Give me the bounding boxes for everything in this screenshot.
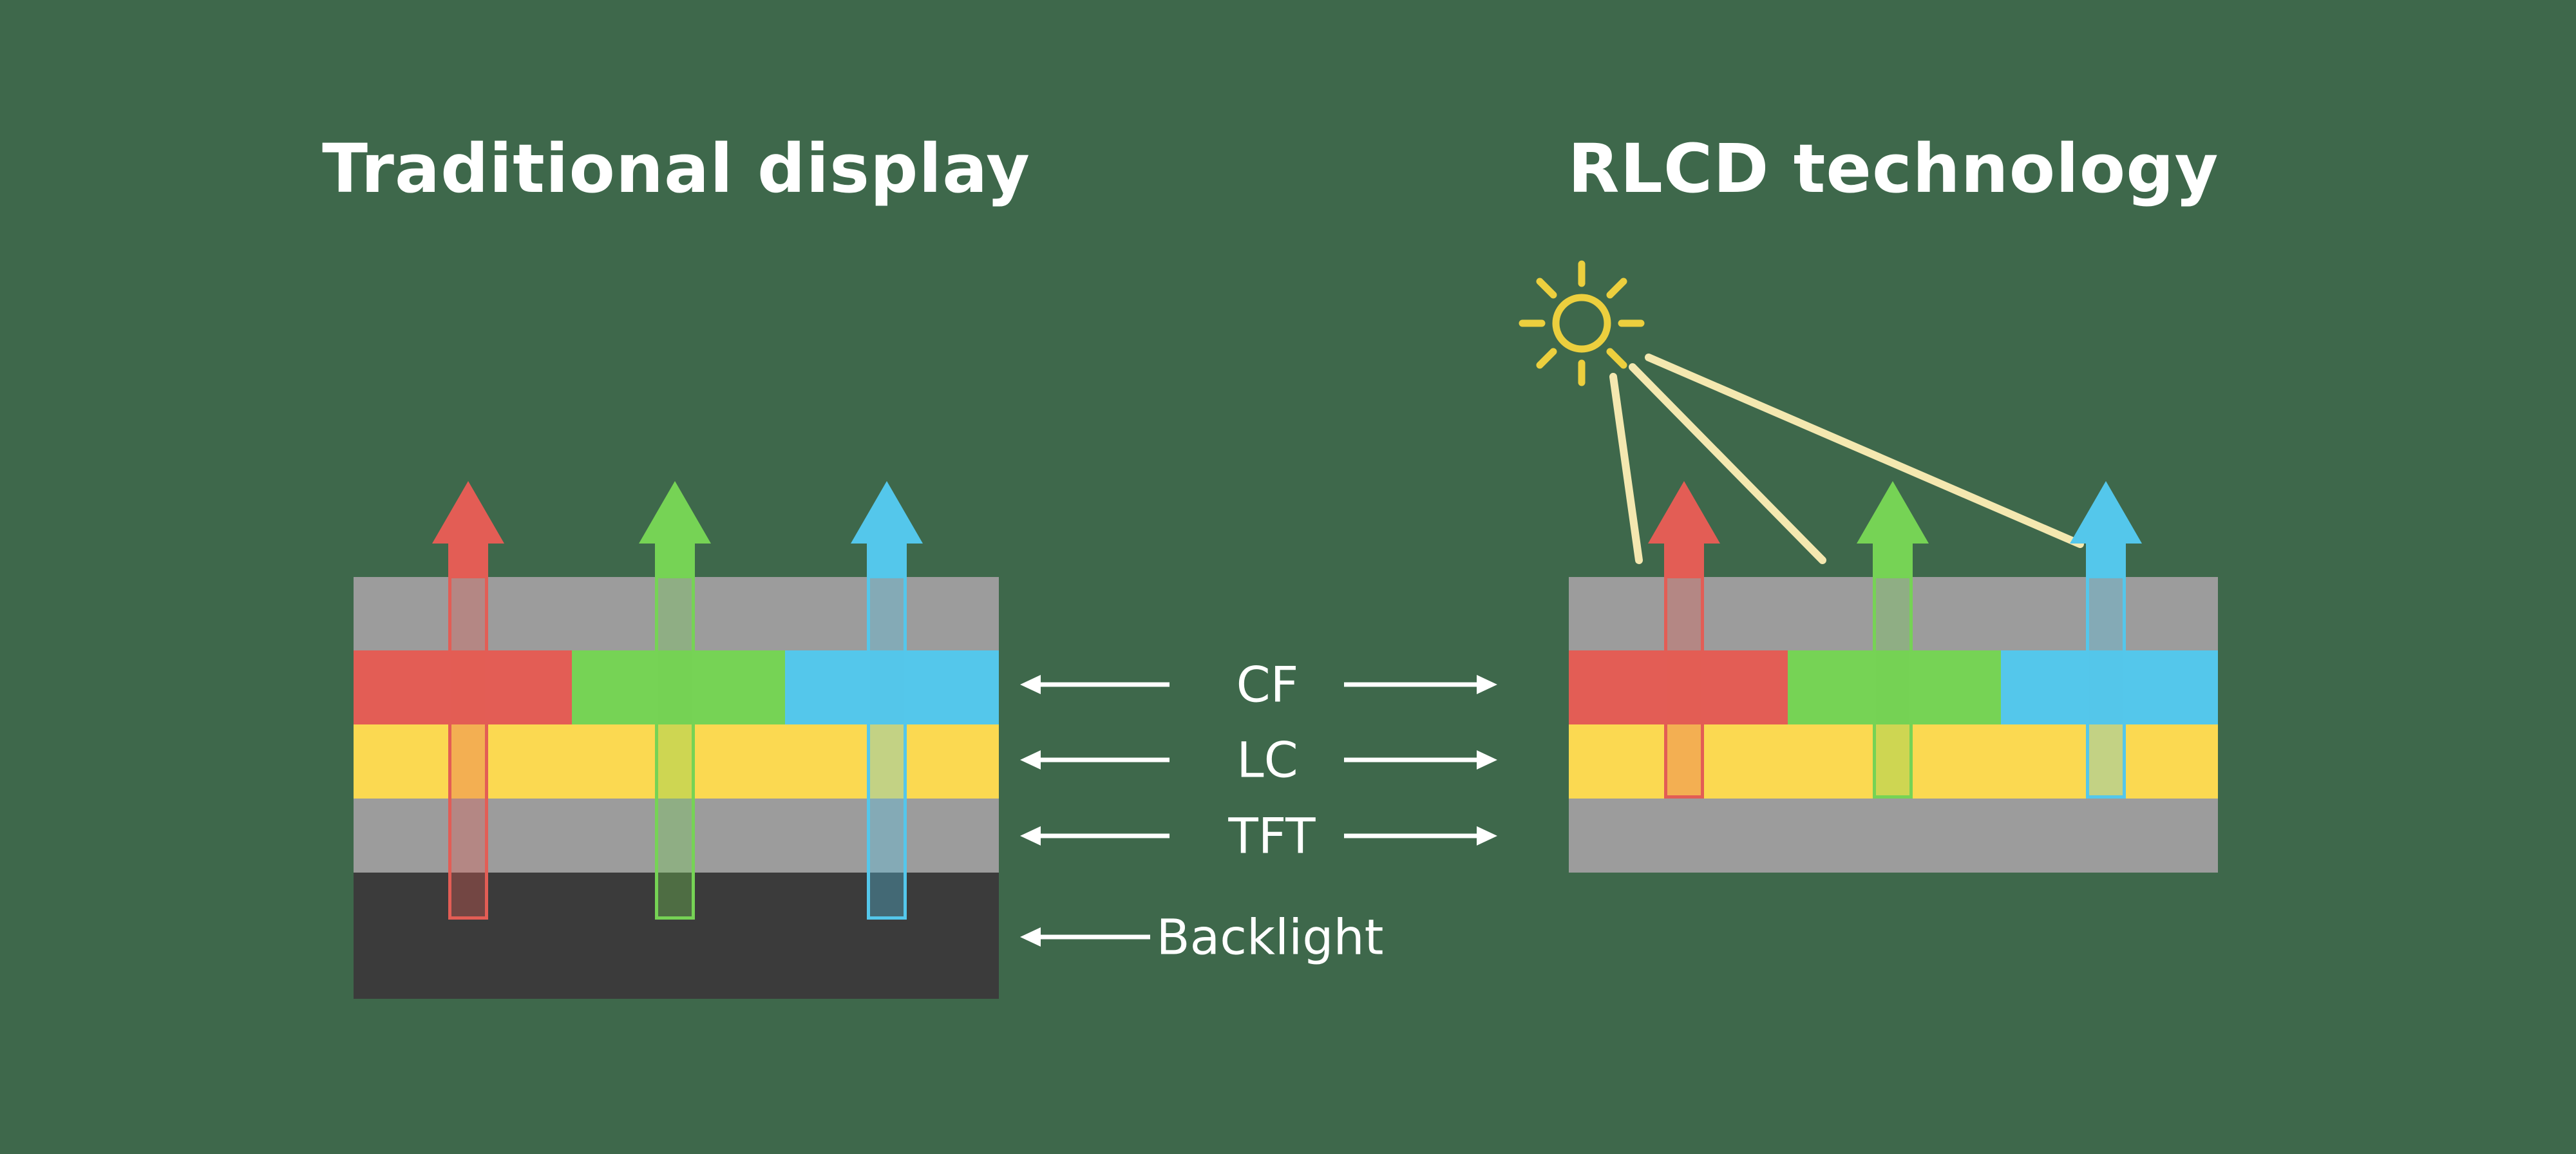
- cf-label: CF: [1236, 656, 1299, 714]
- right-diagram-title: RLCD technology: [1567, 129, 2219, 208]
- backlight-label: Backlight: [1156, 908, 1384, 966]
- liquid-crystal-layer: [354, 724, 999, 799]
- arrow-neck: [655, 542, 695, 578]
- cf-green-segment: [1788, 650, 2001, 724]
- tft-layer: [1569, 799, 2218, 873]
- traditional-display-stack: [354, 577, 999, 999]
- green-light-arrow-right: [1857, 481, 1929, 799]
- arrow-shaft: [867, 577, 907, 920]
- green-light-arrow-left: [639, 481, 711, 920]
- arrow-head: [2070, 481, 2142, 544]
- backlight-left-arrow: [1020, 927, 1150, 947]
- lc-label: LC: [1236, 731, 1298, 789]
- cf-left-arrow: [1020, 675, 1170, 694]
- cf-blue-segment: [785, 650, 999, 724]
- light-beam-1: [1609, 373, 1643, 564]
- arrow-neck: [867, 542, 907, 578]
- red-light-arrow-right: [1648, 481, 1720, 799]
- arrow-neck: [1873, 542, 1913, 578]
- cf-red-segment: [354, 650, 572, 724]
- arrow-neck: [2086, 542, 2126, 578]
- backlight-layer: [354, 873, 999, 999]
- arrow-head: [851, 481, 923, 544]
- arrow-shaft: [655, 577, 695, 920]
- arrow-shaft: [1873, 577, 1913, 799]
- tft-layer: [354, 799, 999, 873]
- blue-light-arrow-right: [2070, 481, 2142, 799]
- arrow-neck: [448, 542, 488, 578]
- tft-right-arrow: [1344, 826, 1497, 846]
- left-diagram-title: Traditional display: [322, 129, 1030, 208]
- cf-right-arrow: [1344, 675, 1497, 694]
- cf-blue-segment: [2001, 650, 2218, 724]
- arrow-shaft: [2086, 577, 2126, 799]
- glass-layer: [354, 577, 999, 650]
- blue-light-arrow-left: [851, 481, 923, 920]
- lc-right-arrow: [1344, 750, 1497, 770]
- cf-red-segment: [1569, 650, 1788, 724]
- arrow-head: [1648, 481, 1720, 544]
- red-light-arrow-left: [432, 481, 504, 920]
- liquid-crystal-layer: [1569, 724, 2218, 799]
- lc-left-arrow: [1020, 750, 1170, 770]
- cf-green-segment: [572, 650, 785, 724]
- arrow-head: [639, 481, 711, 544]
- arrow-head: [1857, 481, 1929, 544]
- glass-layer: [1569, 577, 2218, 650]
- tft-label: TFT: [1228, 807, 1316, 865]
- arrow-neck: [1664, 542, 1704, 578]
- color-filter-layer: [1569, 650, 2218, 724]
- arrow-shaft: [1664, 577, 1704, 799]
- sun-icon: [1519, 260, 1645, 386]
- arrow-shaft: [448, 577, 488, 920]
- tft-left-arrow: [1020, 826, 1170, 846]
- arrow-head: [432, 481, 504, 544]
- rlcd-display-stack: [1569, 577, 2218, 873]
- color-filter-layer: [354, 650, 999, 724]
